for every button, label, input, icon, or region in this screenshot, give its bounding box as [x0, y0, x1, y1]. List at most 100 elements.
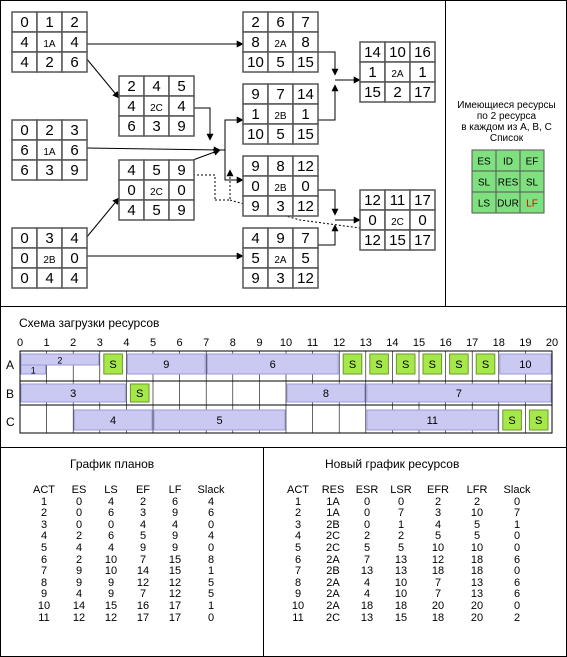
table-cell: 1	[397, 518, 405, 531]
gantt-activity-bar	[366, 383, 552, 403]
node-cell-value: 0	[20, 250, 28, 267]
node-cell-value: 9	[177, 118, 185, 135]
table-cell: 2	[75, 553, 83, 566]
table-cell: 14	[136, 565, 150, 578]
table-cell: 12	[168, 576, 182, 589]
table-cell: 18	[431, 565, 445, 578]
table-cell: 5	[40, 541, 48, 554]
table-cell: 2A	[326, 588, 340, 601]
table-cell: 8	[294, 576, 302, 589]
gantt-slack-bar	[103, 353, 123, 375]
node-cell-value: 2	[45, 54, 53, 71]
node-cell-value: 15	[297, 54, 314, 71]
table-cell: 13	[470, 588, 484, 601]
table-cell: 5	[473, 518, 481, 531]
gantt-bar-label: S	[402, 359, 409, 371]
table-cell: 11	[292, 611, 304, 624]
node-cell-value: 4	[177, 98, 185, 115]
table-cell: 4	[40, 530, 48, 543]
table-cell: 2	[139, 495, 147, 508]
table-cell: 0	[75, 507, 83, 520]
table-header-cell: ES	[71, 484, 87, 496]
gantt-tick-label: 2	[70, 337, 76, 349]
table-cell: 4	[75, 541, 83, 554]
legend-cell-label: DUR	[497, 199, 519, 210]
table-header-cell: EFR	[427, 484, 449, 496]
table-cell: 6	[513, 553, 521, 566]
table-cell: 7	[139, 588, 147, 601]
node-cell-value: 1A	[43, 147, 56, 158]
table-cell: 0	[363, 507, 371, 520]
table-cell: 6	[171, 495, 179, 508]
legend-cell-label: EF	[526, 157, 539, 168]
node-cell-value: 4	[20, 34, 28, 51]
node-cell-value: 8	[276, 158, 284, 175]
node-cell-value: 4	[70, 34, 78, 51]
node-cell	[292, 51, 319, 73]
table-cell: 2B	[326, 518, 340, 531]
node-cell-value: 6	[20, 142, 28, 159]
table-cell: 13	[394, 565, 408, 578]
table-cell: 2	[397, 530, 405, 543]
table-cell: 1	[207, 565, 215, 578]
legend-cell-label: ID	[503, 157, 513, 168]
gantt-bar-label: S	[429, 359, 436, 371]
node-cell-value: 9	[251, 158, 259, 175]
table-cell: 6	[294, 553, 302, 566]
edge-5-junction	[192, 148, 221, 161]
resources-note-line: Имеющиеся ресурсы	[457, 100, 556, 111]
table-cell: 0	[363, 495, 371, 508]
gantt-activity-bar	[366, 409, 499, 431]
table-cell: 17	[136, 611, 150, 624]
gantt-tick-label: 8	[230, 337, 236, 349]
table-cell: 5	[207, 588, 215, 601]
table-cell: 2A	[326, 553, 340, 566]
table-cell: 2	[434, 495, 442, 508]
gantt-bar-label: S	[535, 415, 542, 427]
table-cell: 4	[107, 495, 115, 508]
node-cell-value: 7	[301, 14, 309, 31]
table-cell: 10	[104, 553, 118, 566]
edge-8-junction	[317, 189, 339, 216]
gantt-tick-label: 9	[256, 337, 262, 349]
table-cell: 18	[470, 565, 484, 578]
table-cell: 0	[207, 518, 215, 531]
node-cell-value: 3	[152, 118, 160, 135]
table-cell: 14	[72, 599, 86, 612]
node-cell-value: 4	[20, 54, 28, 71]
node-cell-value: 5	[152, 202, 160, 219]
gantt-slack-bar	[528, 409, 549, 431]
gantt-row-label: A	[6, 358, 14, 372]
table-cell: 4	[363, 576, 371, 589]
node-cell-value: 2	[70, 14, 78, 31]
table-cell: 10	[431, 541, 445, 554]
node-cell-value: 1	[418, 64, 426, 81]
table-cell: 9	[75, 565, 83, 578]
table-cell: 10	[37, 599, 51, 612]
table-header-cell: LF	[168, 484, 182, 496]
table-cell: 4	[75, 588, 83, 601]
legend-cell-label: SL	[478, 178, 491, 189]
gantt-bar-label: 4	[110, 415, 116, 427]
table-cell: 5	[434, 530, 442, 543]
gantt-bar-label: S	[136, 388, 143, 400]
table-cell: 12	[136, 576, 150, 589]
plan-table-title: График планов	[70, 457, 155, 471]
table-cell: 12	[104, 611, 118, 624]
gantt-activity-bar	[20, 353, 100, 366]
table-cell: 0	[513, 565, 521, 578]
table-cell: 4	[139, 518, 147, 531]
node-cell-value: 0	[20, 14, 28, 31]
